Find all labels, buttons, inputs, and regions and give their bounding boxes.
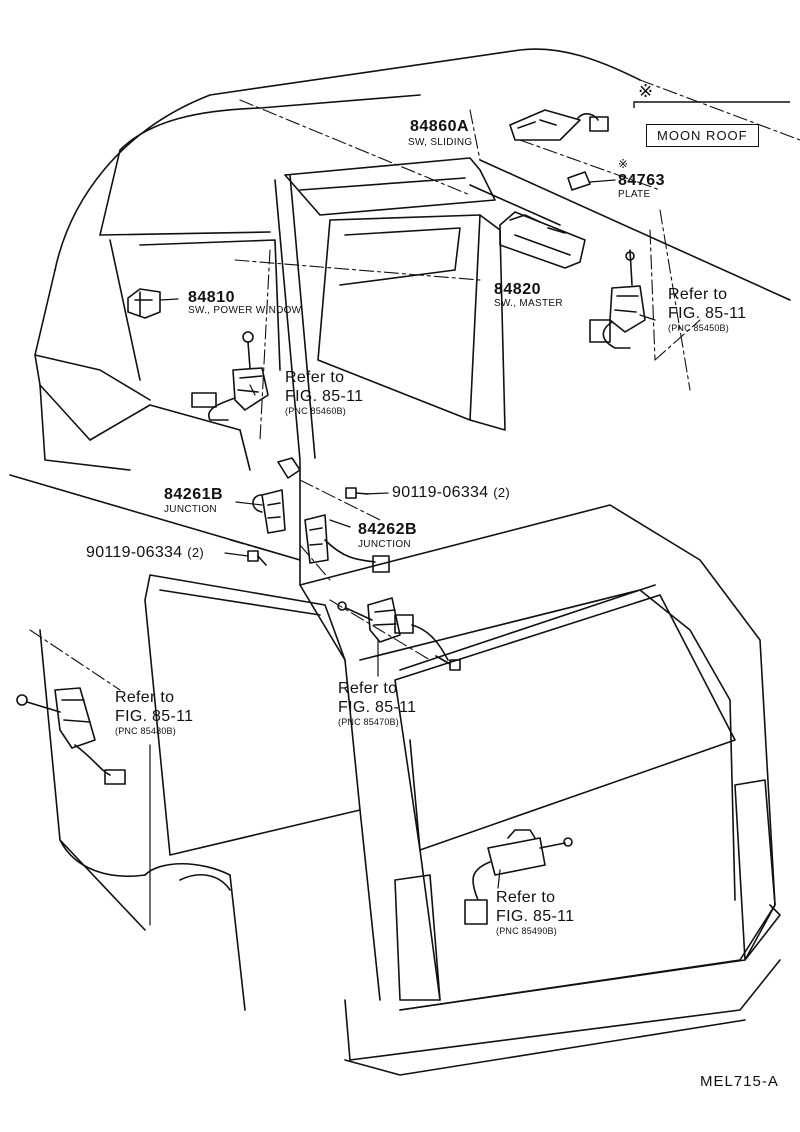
leader-lines [29,79,800,691]
part-name-junction-c: JUNCTION [358,539,411,550]
ref-line2: FIG. 85-11 [496,908,575,925]
drawing-code: MEL715-A [700,1073,779,1090]
ref-line1: Refer to [496,889,556,906]
part-number-sw-sliding: 84860A [410,118,470,135]
ref-pnc: (PNC 85450B) [668,323,729,333]
part-name-sw-power-window: SW., POWER WINDOW [188,305,302,316]
part-number-sw-master: 84820 [494,281,541,298]
ref-callout-rear-left: Refer to FIG. 85-11 (PNC 85480B) [115,690,193,736]
ref-line1: Refer to [338,680,398,697]
part-number-junction-c: 84262B [358,521,418,538]
bolt-drawings [247,487,461,671]
ref-pnc: (PNC 85490B) [496,926,557,936]
rear-left-lock-actuator [16,687,126,785]
back-door-lock-actuator [464,829,573,925]
bolt-lower-qty: (2) [187,545,204,560]
plate-drawing [567,171,591,191]
bolt-lower-label: 90119-06334 (2) [86,545,204,561]
ref-line1: Refer to [285,369,345,386]
part-number-plate: 84763 [618,172,665,189]
ref-pnc: (PNC 85470B) [338,717,399,727]
callout-leaders [149,179,656,926]
plate-note-mark: ※ [618,157,629,171]
part-name-plate: PLATE [618,189,651,200]
ref-line2: FIG. 85-11 [115,708,194,725]
ref-line2: FIG. 85-11 [338,699,417,716]
sliding-switch-drawing [509,109,609,141]
part-number-sw-power-window: 84810 [188,289,235,306]
front-left-lock-actuator [191,331,269,421]
bolt-upper-label: 90119-06334 (2) [392,485,510,501]
ref-callout-rear-center: Refer to FIG. 85-11 (PNC 85470B) [338,681,416,727]
rear-center-lock-actuator [337,597,449,661]
bolt-upper-number: 90119-06334 [392,484,489,501]
junction-b-drawing [252,457,301,534]
ref-pnc: (PNC 85480B) [115,726,176,736]
ref-line1: Refer to [115,689,175,706]
part-name-sw-master: SW., MASTER [494,298,563,309]
moon-roof-note-box: MOON ROOF [646,124,759,147]
ref-callout-front-right: Refer to FIG. 85-11 (PNC 85450B) [668,287,746,333]
ref-callout-back-door: Refer to FIG. 85-11 (PNC 85490B) [496,890,574,936]
part-number-junction-b: 84261B [164,486,224,503]
part-name-junction-b: JUNCTION [164,504,217,515]
note-mark: ※ [638,81,654,101]
bolt-upper-qty: (2) [493,485,510,500]
ref-line1: Refer to [668,286,728,303]
bolt-lower-number: 90119-06334 [86,544,183,561]
junction-c-drawing [304,514,390,573]
ref-callout-front-left: Refer to FIG. 85-11 (PNC 85460B) [285,370,363,416]
part-name-sw-sliding: SW, SLIDING [408,137,473,148]
front-right-lock-actuator [589,249,646,349]
ref-pnc: (PNC 85460B) [285,406,346,416]
power-window-switch-drawing [127,288,161,319]
note-bracket [633,101,790,108]
vehicle-body-outline [9,48,791,1076]
ref-line2: FIG. 85-11 [668,305,747,322]
ref-line2: FIG. 85-11 [285,388,364,405]
master-switch-drawing [499,211,586,269]
